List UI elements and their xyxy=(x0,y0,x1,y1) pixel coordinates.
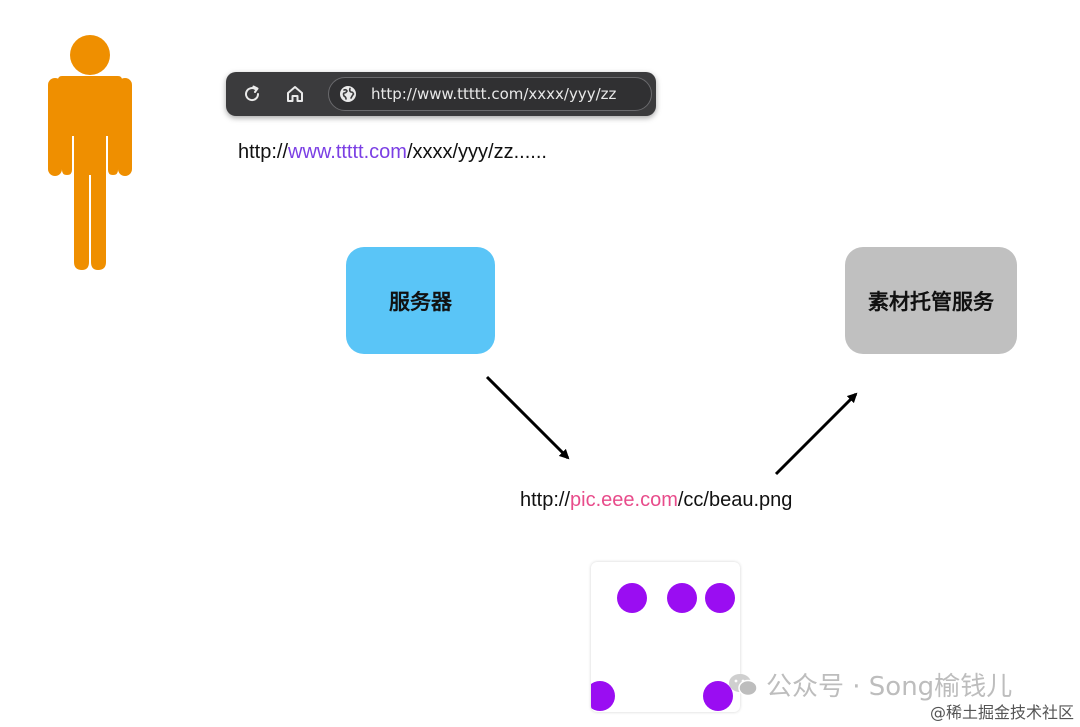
address-field[interactable]: http://www.ttttt.com/xxxx/yyy/zz xyxy=(328,77,652,111)
dot xyxy=(705,583,735,613)
globe-icon xyxy=(340,86,356,102)
address-text: http://www.ttttt.com/xxxx/yyy/zz xyxy=(371,85,617,103)
reload-icon[interactable] xyxy=(240,82,264,106)
asset-hosting-node: 素材托管服务 xyxy=(845,247,1017,354)
page-url-scheme: http:// xyxy=(238,141,289,163)
browser-toolbar: http://www.ttttt.com/xxxx/yyy/zz xyxy=(226,72,656,116)
home-icon[interactable] xyxy=(283,82,307,106)
image-url-domain: pic.eee.com xyxy=(570,489,678,511)
page-url-domain: www.ttttt.com xyxy=(288,141,407,163)
page-url: http://www.ttttt.com/xxxx/yyy/zz...... xyxy=(238,141,547,164)
person-icon xyxy=(48,35,132,270)
arrow-image-to-hosting xyxy=(774,392,858,476)
dot xyxy=(591,681,615,711)
watermark: 公众号 · Song榆钱儿 xyxy=(728,666,1012,703)
asset-hosting-label: 素材托管服务 xyxy=(868,289,994,314)
image-preview xyxy=(591,562,740,712)
server-node: 服务器 xyxy=(346,247,495,354)
image-url: http://pic.eee.com/cc/beau.png xyxy=(520,489,792,512)
dot xyxy=(667,583,697,613)
dot xyxy=(703,681,733,711)
image-url-path: /cc/beau.png xyxy=(677,489,793,511)
arrow-server-to-image xyxy=(485,375,570,460)
footer-credit: @稀土掘金技术社区 xyxy=(929,703,1074,722)
server-label: 服务器 xyxy=(389,289,452,314)
watermark-text: 公众号 · Song榆钱儿 xyxy=(766,672,1013,702)
page-url-path: /xxxx/yyy/zz...... xyxy=(406,141,547,163)
wechat-icon xyxy=(729,673,758,696)
dot xyxy=(617,583,647,613)
image-url-scheme: http:// xyxy=(520,489,571,511)
